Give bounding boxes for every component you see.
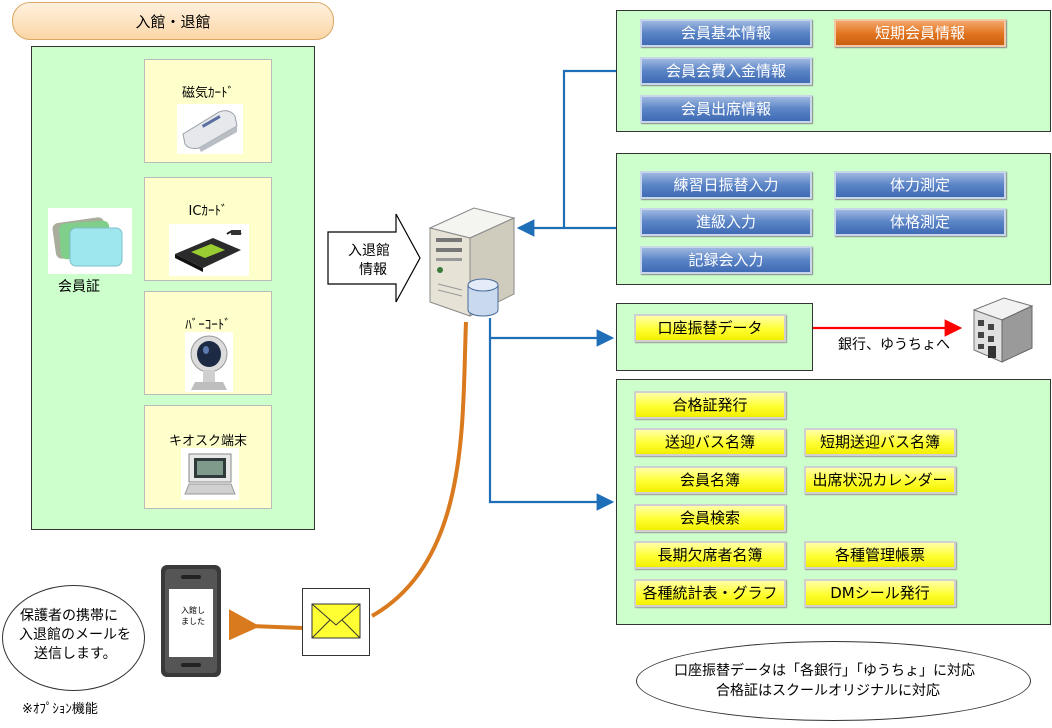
kiosk-tile: キオスク端末 — [144, 405, 272, 509]
bank-destination-label: 銀行、ゆうちょへ — [838, 337, 950, 353]
member-card-label: 会員証 — [58, 279, 100, 295]
member-card-icon — [48, 208, 132, 274]
mail-icon — [311, 603, 361, 639]
bank-building-icon — [972, 297, 1034, 363]
entry-info-line1: 入退館 — [348, 243, 390, 259]
bubble-line2: 入退館のメールを — [19, 627, 131, 643]
certificate-issue-button[interactable]: 合格証発行 — [634, 391, 786, 419]
entry-exit-title: 入館・退館 — [12, 2, 334, 40]
support-note-line1: 口座振替データは「各銀行」「ゆうちょ」に対応 — [674, 663, 975, 679]
magnetic-card-tile: 磁気ｶｰﾄﾞ — [144, 59, 272, 163]
bank-transfer-data-button[interactable]: 口座振替データ — [634, 314, 786, 342]
magnetic-card-reader-icon — [177, 104, 243, 154]
ic-card-reader-icon — [169, 224, 249, 276]
statistics-graph-button[interactable]: 各種統計表・グラフ — [634, 579, 786, 607]
record-meet-input-button[interactable]: 記録会入力 — [640, 246, 812, 274]
kiosk-terminal-icon — [181, 448, 239, 500]
option-note: ※ｵﾌﾟｼｮﾝ機能 — [22, 702, 98, 717]
barcode-tile: ﾊﾞｰｺｰﾄﾞ — [144, 291, 272, 395]
magnetic-card-label: 磁気ｶｰﾄﾞ — [181, 86, 234, 101]
attendance-calendar-button[interactable]: 出席状況カレンダー — [804, 466, 956, 494]
ic-card-tile: ICｶｰﾄﾞ — [144, 177, 272, 281]
barcode-scanner-icon — [185, 332, 233, 392]
mail-description-bubble — [2, 585, 145, 691]
dm-seal-issue-button[interactable]: DMシール発行 — [804, 579, 956, 607]
barcode-label: ﾊﾞｰｺｰﾄﾞ — [185, 318, 231, 333]
long-absence-roster-button[interactable]: 長期欠席者名簿 — [634, 541, 786, 569]
fitness-test-button[interactable]: 体力測定 — [834, 171, 1006, 199]
member-basic-info-button[interactable]: 会員基本情報 — [640, 19, 812, 47]
member-roster-button[interactable]: 会員名簿 — [634, 466, 786, 494]
support-note-line2: 合格証はスクールオリジナルに対応 — [716, 683, 940, 699]
kiosk-label: キオスク端末 — [168, 434, 247, 449]
member-fee-payment-info-button[interactable]: 会員会費入金情報 — [640, 57, 812, 85]
body-measurement-button[interactable]: 体格測定 — [834, 208, 1006, 236]
support-note-ellipse — [636, 641, 1031, 721]
member-search-button[interactable]: 会員検索 — [634, 504, 786, 532]
bubble-line3: 送信します。 — [34, 646, 117, 662]
management-reports-button[interactable]: 各種管理帳票 — [804, 541, 956, 569]
member-attendance-info-button[interactable]: 会員出席情報 — [640, 95, 812, 123]
phone-screen-line1: 入館し — [181, 606, 205, 615]
phone-screen-line2: ました — [181, 617, 205, 626]
mobile-phone-icon — [153, 561, 229, 681]
bubble-line1: 保護者の携帯に — [20, 608, 118, 624]
promotion-input-button[interactable]: 進級入力 — [640, 208, 812, 236]
short-term-member-info-button[interactable]: 短期会員情報 — [834, 19, 1006, 47]
ic-card-label: ICｶｰﾄﾞ — [188, 204, 228, 219]
shuttle-bus-roster-button[interactable]: 送迎バス名簿 — [634, 428, 786, 456]
entry-info-line2: 情報 — [359, 262, 387, 278]
envelope-box — [302, 588, 370, 656]
database-icon — [467, 278, 499, 317]
short-term-shuttle-roster-button[interactable]: 短期送迎バス名簿 — [804, 428, 956, 456]
server-icon — [428, 207, 516, 317]
practice-reschedule-input-button[interactable]: 練習日振替入力 — [640, 171, 812, 199]
entry-info-arrow — [327, 213, 421, 303]
